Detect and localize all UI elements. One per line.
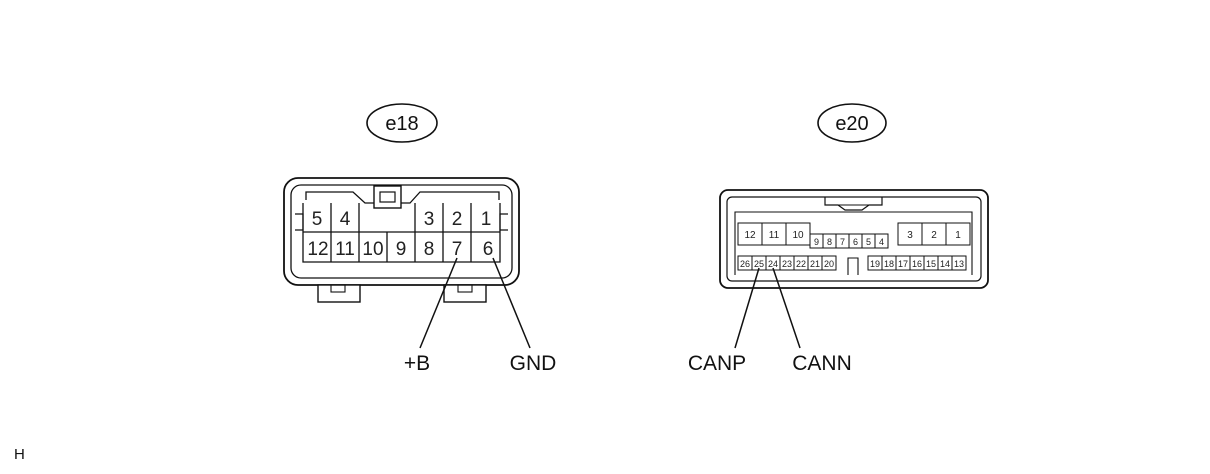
e20-pin-number: 11 [769, 230, 780, 241]
e20-pin-number: 14 [940, 259, 950, 269]
e20-pin-number: 18 [884, 259, 894, 269]
e20-pin-number: 26 [740, 259, 750, 269]
e18-lock-tab [373, 185, 402, 209]
e20-pin-number: 6 [853, 237, 858, 247]
e20-leader-line [772, 267, 801, 349]
e20-pin-number: 10 [792, 230, 804, 241]
e20-pin-number: 20 [824, 259, 834, 269]
e18-signal-label: +B [404, 352, 430, 375]
connector-e20-label-oval [817, 103, 887, 143]
e18-guide-right [401, 191, 500, 204]
e20-pin-cell [951, 255, 967, 271]
e20-pin-number: 4 [879, 237, 884, 247]
e20-signal-label: CANP [688, 352, 746, 375]
e20-pin-number: 13 [954, 259, 964, 269]
e18-pin-number: 8 [424, 239, 435, 260]
e20-pin-number: 21 [810, 259, 820, 269]
e18-pin-number: 3 [424, 209, 435, 230]
e20-leader-line [734, 267, 760, 349]
connector-e20-label: e20 [835, 113, 868, 135]
e18-pin-number: 12 [307, 239, 328, 260]
e18-housing-inner [290, 184, 513, 279]
e18-leader-line [492, 257, 531, 349]
e18-leader-line [419, 257, 458, 349]
e20-pin-number: 19 [870, 259, 880, 269]
connector-e18: e18 5 4 3 2 1 12 [283, 103, 557, 375]
e18-pin-number: 6 [483, 239, 494, 260]
e18-pin-number: 5 [312, 209, 323, 230]
e20-pin-number: 1 [955, 230, 961, 241]
connector-e20: e20 12 11 10 9 8 7 6 5 4 3 2 [688, 103, 989, 375]
e20-pin-number: 16 [912, 259, 922, 269]
e20-pin-number: 12 [744, 230, 756, 241]
e20-pin-cell [945, 222, 971, 246]
e20-pin-number: 8 [827, 237, 832, 247]
e20-pin-cell [874, 233, 889, 249]
connector-e18-label-oval [366, 103, 438, 143]
e20-pin-cell [821, 255, 837, 271]
e18-pin-number: 7 [452, 239, 463, 260]
e20-pin-number: 24 [768, 259, 778, 269]
e20-pin-number: 3 [907, 230, 913, 241]
e20-pin-number: 23 [782, 259, 792, 269]
e18-pin-number: 2 [452, 209, 463, 230]
e18-foot-right-slot [457, 284, 473, 293]
e18-pin-number: 4 [340, 209, 351, 230]
e20-housing-inner [726, 196, 982, 282]
e18-foot-left [317, 284, 361, 303]
e20-signal-label: CANN [792, 352, 852, 375]
e20-pin-frame [734, 211, 973, 275]
e20-pin-number: 5 [866, 237, 871, 247]
e18-pin-number: 1 [481, 209, 492, 230]
e20-pin-number: 17 [898, 259, 908, 269]
e20-pin-number: 7 [840, 237, 845, 247]
e20-pin-number: 9 [814, 237, 819, 247]
e20-latch [824, 197, 883, 211]
e18-foot-right [443, 284, 487, 303]
e20-pin-number: 2 [931, 230, 937, 241]
e20-pin-number: 15 [926, 259, 936, 269]
e18-signal-label: GND [510, 352, 557, 375]
e20-key-slot [847, 257, 859, 275]
e18-foot-left-slot [330, 284, 346, 293]
e18-lock-window [379, 191, 396, 203]
e18-guide-left [305, 191, 374, 204]
e20-pin-number: 25 [754, 259, 764, 269]
connector-e18-label: e18 [385, 113, 418, 135]
e18-pin-number: 9 [396, 239, 407, 260]
corner-code: H [14, 446, 25, 463]
e18-pin-number: 11 [335, 239, 355, 260]
e20-pin-number: 22 [796, 259, 806, 269]
e18-pin-number: 10 [362, 239, 383, 260]
